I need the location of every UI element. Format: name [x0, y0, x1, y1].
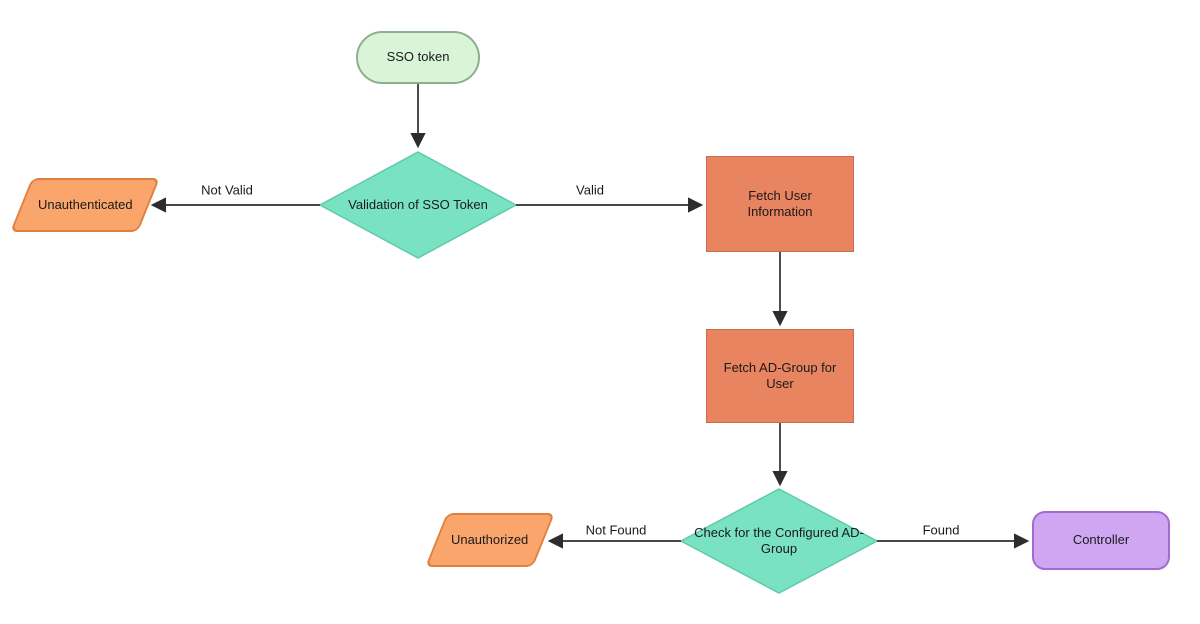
node-sso-token: SSO token: [356, 31, 480, 84]
node-sso-token-label: SSO token: [386, 49, 450, 65]
node-controller: Controller: [1032, 511, 1170, 570]
edge-label-not-found: Not Found: [583, 522, 649, 538]
node-fetch-user-information: Fetch User Information: [706, 156, 854, 252]
node-fetch-user-information-label: Fetch User Information: [747, 187, 813, 219]
node-unauthenticated: Unauthenticated: [10, 178, 160, 232]
node-validation-label: Validation of SSO Token: [348, 196, 488, 212]
edge-label-found: Found: [920, 522, 962, 538]
decision-validation-shape: [318, 151, 518, 259]
edge-label-valid: Valid: [574, 182, 606, 198]
node-unauthorized: Unauthorized: [425, 513, 555, 567]
decision-check-ad-group-shape: [679, 488, 879, 594]
node-check-ad-group-label: Check for the Configured AD-Group: [694, 524, 864, 556]
node-fetch-ad-group: Fetch AD-Group for User: [706, 329, 854, 423]
node-fetch-ad-group-label: Fetch AD-Group for User: [723, 359, 837, 391]
node-unauthorized-label: Unauthorized: [451, 531, 529, 547]
node-controller-label: Controller: [1072, 532, 1130, 548]
edge-label-not-valid: Not Valid: [199, 182, 255, 198]
node-unauthenticated-label: Unauthenticated: [37, 196, 133, 212]
